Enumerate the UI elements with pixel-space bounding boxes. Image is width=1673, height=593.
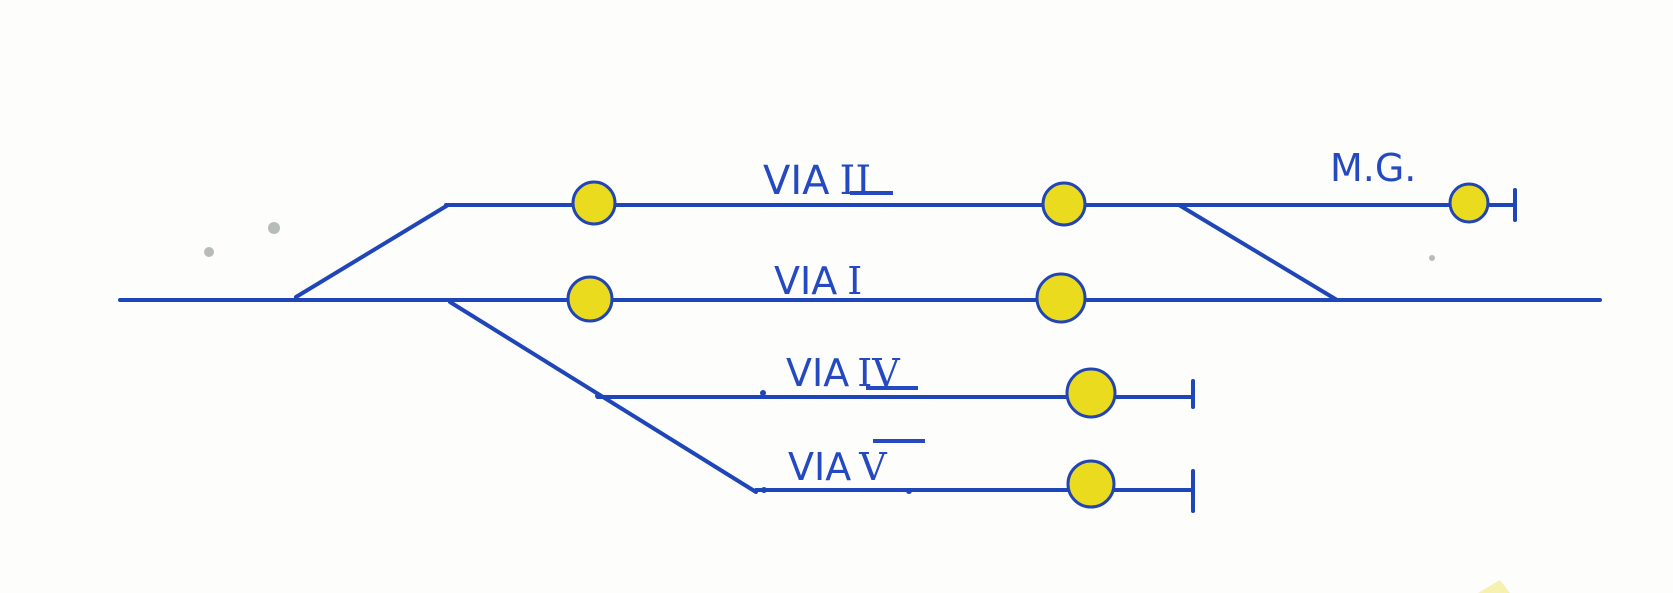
via-ii-word: VIA [763, 158, 830, 204]
signal-light [1035, 272, 1087, 324]
crossover-east [1177, 203, 1339, 302]
track-joint [761, 487, 767, 493]
mg-label: M.G. [1330, 146, 1416, 190]
paper-corner-highlight [1478, 580, 1510, 593]
track-joint [595, 393, 601, 399]
track-joint [760, 390, 766, 396]
crossover-west [294, 203, 450, 299]
paper-speck [268, 222, 280, 234]
via-v-word: VIA [788, 445, 851, 489]
signals [566, 180, 1490, 509]
signal-light [1041, 181, 1087, 227]
via-iv-word: VIA [786, 351, 849, 395]
signal-light [1448, 182, 1490, 224]
via-v-numeral: V [858, 445, 887, 489]
signal-light [1066, 459, 1116, 509]
tracks [118, 188, 1602, 513]
via-ii-numeral: II [840, 158, 872, 204]
via-i-word: VIA [774, 259, 837, 303]
paper-speck [1429, 255, 1435, 261]
signal-light [571, 180, 617, 226]
signal-light [566, 275, 614, 323]
track-joint [906, 488, 912, 494]
signal-light [1065, 367, 1117, 419]
paper-speck [204, 247, 214, 257]
via-i-numeral: I [847, 259, 862, 303]
paper-corner-mark [1478, 580, 1510, 593]
paper-specks [204, 222, 1435, 261]
